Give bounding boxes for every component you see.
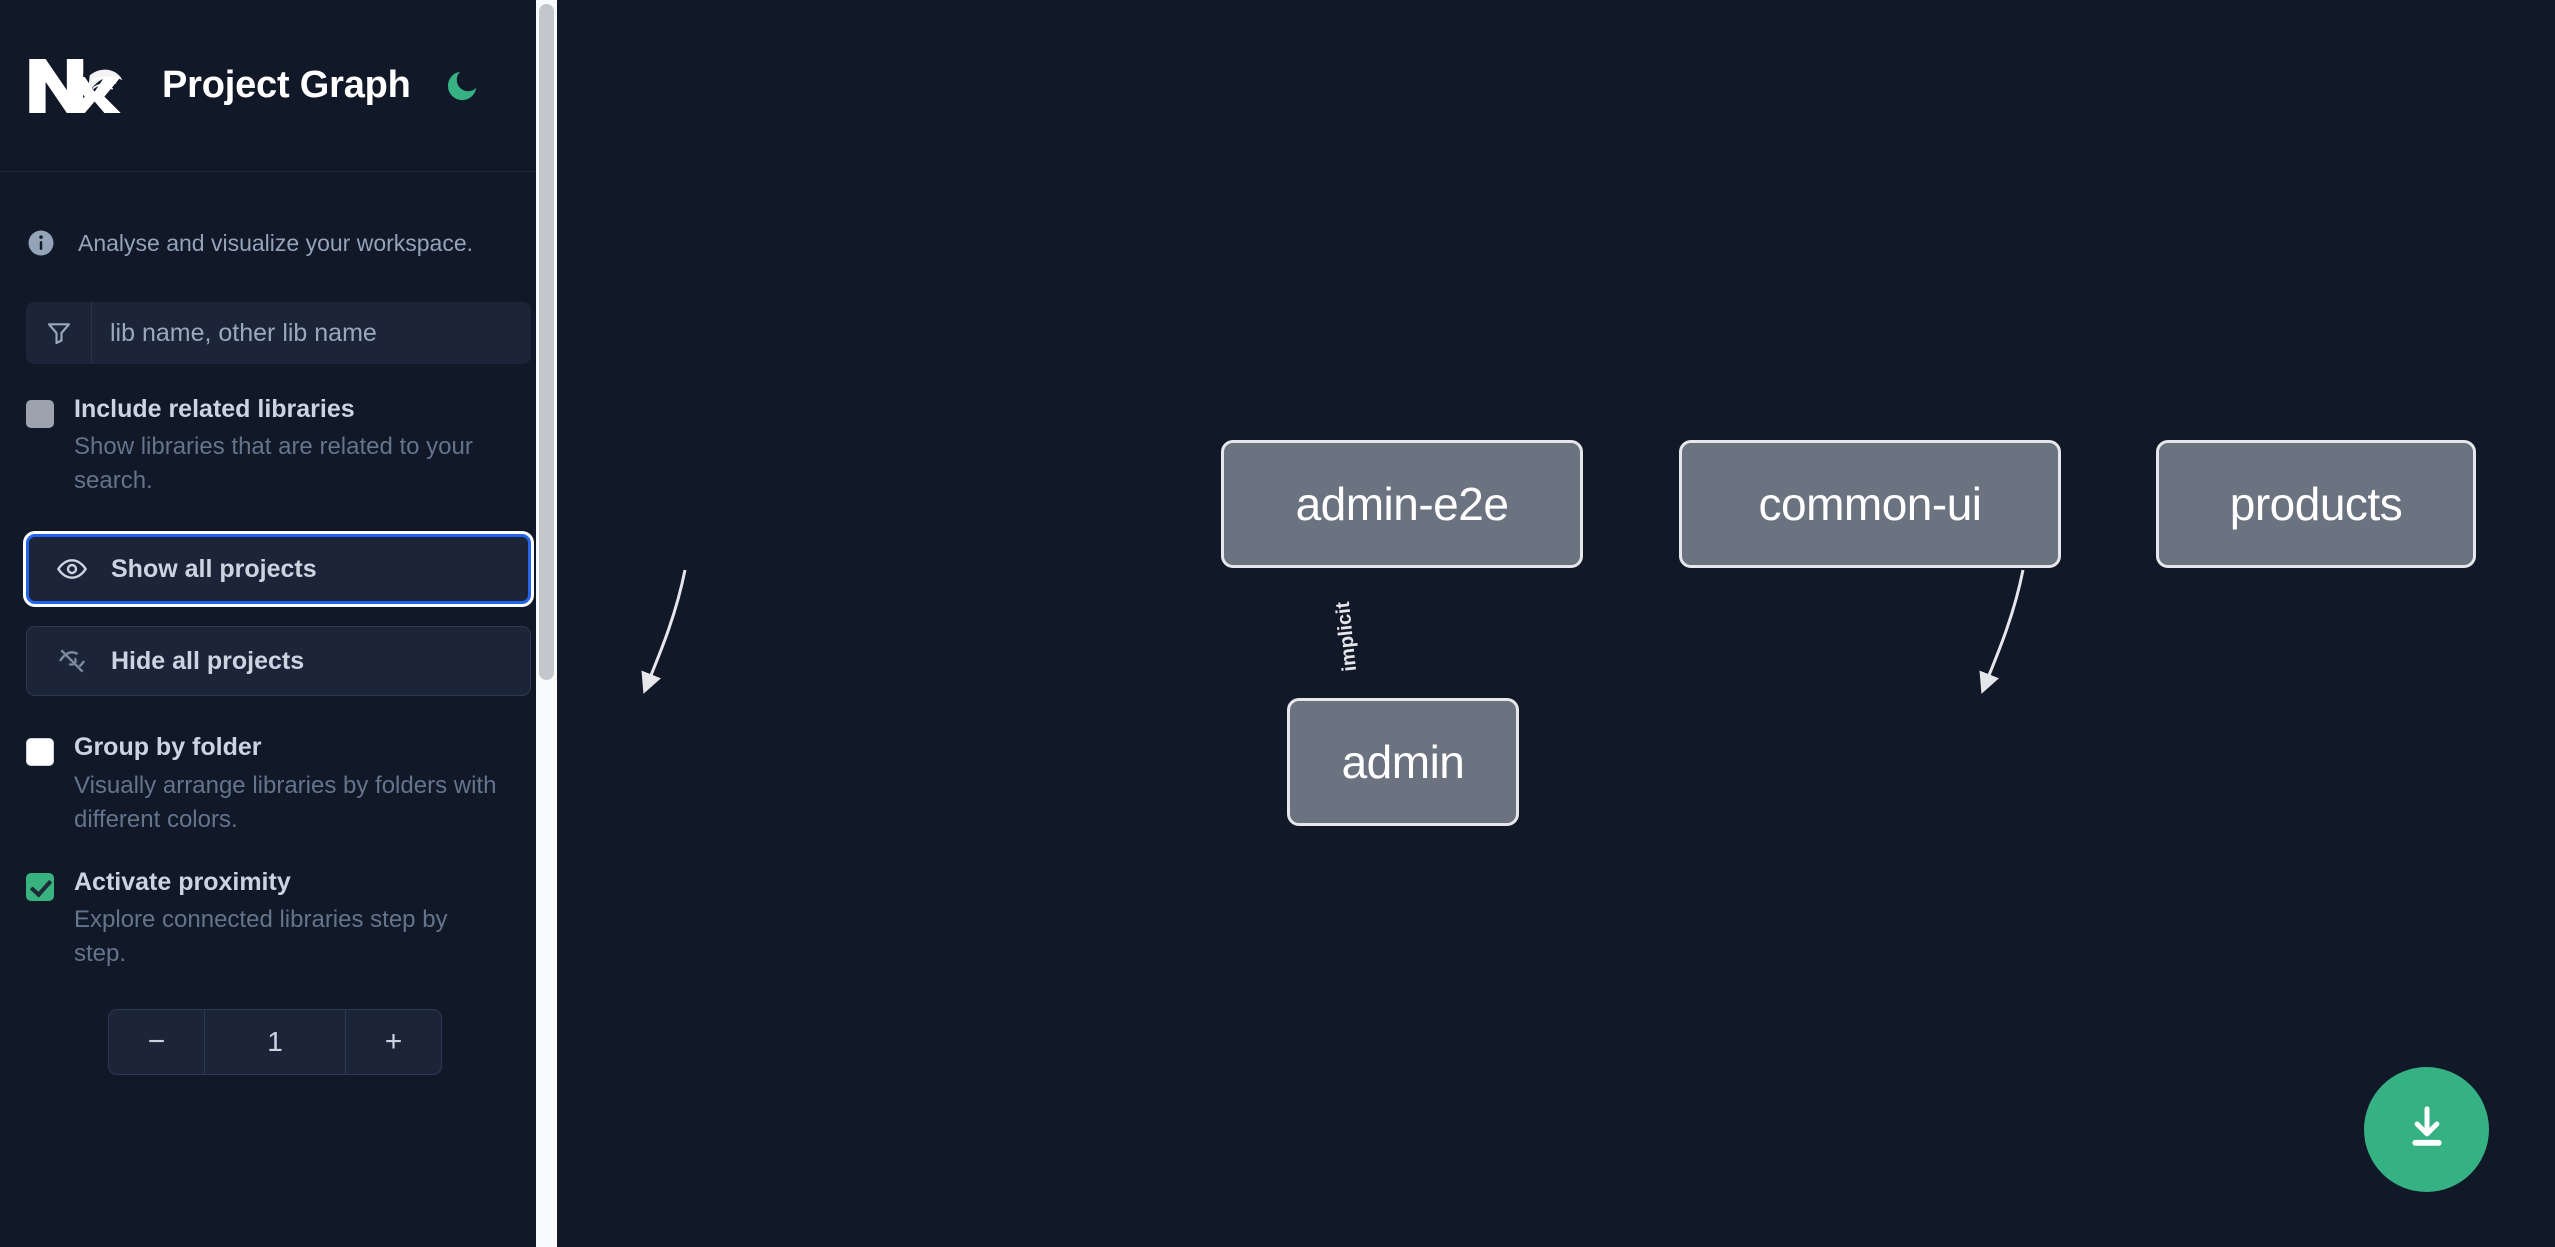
info-circle-icon — [26, 228, 56, 258]
sidebar-scrollbar-thumb[interactable] — [539, 4, 554, 680]
graph-node-label: admin — [1341, 736, 1465, 788]
hide-all-projects-button[interactable]: Hide all projects — [26, 626, 531, 697]
eye-icon — [55, 552, 89, 586]
proximity-decrement-button[interactable]: − — [109, 1010, 205, 1075]
graph-node-products[interactable]: products — [2156, 440, 2476, 568]
graph-node-admin[interactable]: admin — [1287, 698, 1519, 826]
graph-edges-layer — [641, 569, 2025, 694]
option-description: Show libraries that are related to your … — [74, 433, 473, 495]
proximity-stepper[interactable]: − 1 + — [108, 1009, 442, 1076]
graph-node-label: common-ui — [1758, 478, 1982, 530]
option-text: Group by folder Visually arrange librari… — [74, 732, 504, 836]
option-text: Activate proximity Explore connected lib… — [74, 867, 504, 971]
option-title: Activate proximity — [74, 867, 291, 896]
sidebar-header: Project Graph — [0, 0, 557, 172]
workspace-info-text: Analyse and visualize your workspace. — [78, 229, 474, 256]
proximity-increment-button[interactable]: + — [345, 1010, 441, 1075]
activate-proximity-checkbox[interactable] — [26, 872, 54, 901]
edge-admin-e2e-to-admin — [641, 569, 687, 694]
moon-icon[interactable] — [441, 65, 483, 107]
graph-node-label: products — [2229, 478, 2403, 530]
graph-node-admin-e2e[interactable]: admin-e2e — [1221, 440, 1583, 568]
page-title: Project Graph — [162, 64, 411, 106]
sidebar-scrollbar-track[interactable] — [536, 0, 557, 1247]
download-image-button[interactable] — [2364, 1067, 2489, 1192]
option-group-by-folder[interactable]: Group by folder Visually arrange librari… — [26, 732, 531, 836]
option-description: Explore connected libraries step by step… — [74, 906, 448, 968]
show-all-projects-label: Show all projects — [111, 554, 317, 583]
hide-all-projects-label: Hide all projects — [111, 646, 305, 675]
visibility-buttons: Show all projects Hide all projects — [26, 534, 531, 697]
workspace-info: Analyse and visualize your workspace. — [0, 172, 557, 278]
include-related-libraries-checkbox[interactable] — [26, 400, 54, 428]
filter-search-box[interactable] — [26, 302, 531, 364]
graph-node-label: admin-e2e — [1295, 478, 1509, 530]
download-icon — [2400, 1101, 2454, 1158]
show-all-projects-button[interactable]: Show all projects — [26, 534, 531, 605]
option-text: Include related libraries Show libraries… — [74, 394, 504, 498]
option-include-related-libraries[interactable]: Include related libraries Show libraries… — [26, 394, 531, 498]
graph-node-common-ui[interactable]: common-ui — [1679, 440, 2061, 568]
project-graph-canvas[interactable]: admin-e2e common-ui products store-e2e a… — [557, 0, 2555, 1247]
sidebar: Project Graph Analyse and visualize your… — [0, 0, 557, 1247]
group-by-folder-checkbox[interactable] — [26, 738, 54, 767]
sidebar-body: Include related libraries Show libraries… — [0, 302, 557, 1076]
proximity-value: 1 — [267, 1026, 283, 1058]
option-description: Visually arrange libraries by folders wi… — [74, 771, 497, 833]
edge-store-e2e-to-store — [1979, 569, 2025, 694]
option-title: Group by folder — [74, 733, 262, 762]
eye-off-icon — [55, 644, 89, 678]
search-input[interactable] — [92, 302, 531, 364]
nx-logo-icon — [26, 54, 124, 118]
option-activate-proximity[interactable]: Activate proximity Explore connected lib… — [26, 867, 531, 971]
funnel-filter-icon — [26, 302, 92, 364]
option-title: Include related libraries — [74, 395, 355, 423]
